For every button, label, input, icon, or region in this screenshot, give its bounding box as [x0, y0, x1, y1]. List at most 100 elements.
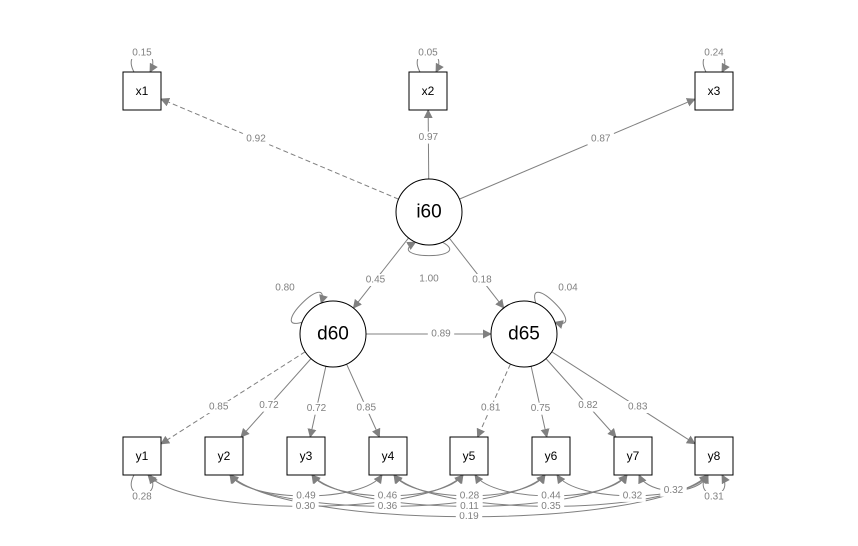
loading-arrow-d65-y7	[545, 358, 617, 438]
loading-label-d60-y2: 0.72	[255, 399, 283, 412]
observed-box-y6	[531, 436, 571, 476]
loading-label-i60-d60: 0.45	[362, 274, 389, 287]
observed-box-y1	[122, 436, 162, 476]
loading-label-d65-y5: 0.81	[477, 401, 504, 414]
variance-loop-d60	[290, 291, 328, 324]
loading-arrow-i60-x3	[459, 98, 696, 200]
loading-label-d65-y5-text: 0.81	[481, 402, 501, 413]
loading-label-d65-y7-bg	[574, 399, 602, 412]
variance-label-x3-bg	[700, 47, 728, 59]
covariance-label-y2-y8-bg	[455, 510, 483, 523]
covariance-label-y2-y8-text: 0.19	[459, 511, 479, 522]
observed-box-y4	[368, 436, 408, 476]
loading-label-d65-y7: 0.82	[574, 399, 602, 412]
covariance-label-y2-y4-bg	[292, 489, 320, 502]
node-y6: y6	[531, 436, 571, 476]
observed-box-x2	[408, 71, 448, 111]
covariance-label-y5-y7-bg	[537, 489, 565, 502]
loading-label-i60-x3-text: 0.87	[591, 134, 611, 145]
variance-label-i60: 1.00	[415, 273, 443, 285]
covariance-label-y3-y7-bg	[456, 500, 483, 513]
loading-label-i60-d60-text: 0.45	[366, 275, 386, 286]
node-x3: x3	[694, 71, 734, 111]
covariance-label-y7-y8: 0.32	[660, 484, 687, 497]
loading-label-d65-y8-bg	[624, 401, 651, 414]
loading-label-i60-x1-text: 0.92	[246, 134, 266, 145]
covariance-label-y7-y8-text: 0.32	[664, 485, 684, 496]
covariance-label-y4-y8-bg	[537, 500, 565, 513]
observed-box-y7	[613, 436, 653, 476]
loading-label-d60-y1-text: 0.85	[209, 402, 229, 413]
covariance-label-y2-y6-bg	[374, 500, 401, 513]
covariance-label-y3-y7: 0.11	[456, 500, 483, 513]
covariance-label-y3-y5-text: 0.46	[378, 490, 398, 501]
covariance-label-y7-y8-bg	[660, 484, 687, 497]
node-label-y6: y6	[545, 449, 558, 463]
covariance-label-y6-y8-text: 0.32	[623, 490, 643, 501]
loading-label-d60-y4-text: 0.85	[357, 402, 377, 413]
observed-box-y3	[286, 436, 326, 476]
covariance-label-y4-y6: 0.28	[456, 489, 483, 502]
loading-label-d60-y1: 0.85	[205, 401, 232, 414]
variance-label-y1: 0.28	[128, 491, 156, 503]
node-d65: d65	[490, 300, 558, 368]
loading-label-d65-y5-bg	[477, 401, 504, 414]
loading-arrow-d60-y4	[346, 363, 381, 438]
node-label-y5: y5	[463, 449, 476, 463]
covariance-label-y4-y8-text: 0.35	[541, 501, 561, 512]
node-label-i60: i60	[416, 202, 441, 223]
loading-label-d60-y3-text: 0.72	[307, 403, 327, 414]
covariance-label-y2-y6-text: 0.36	[378, 501, 398, 512]
node-x2: x2	[408, 71, 448, 111]
variance-label-d65: 0.04	[554, 282, 582, 294]
variance-label-d60-text: 0.80	[275, 283, 295, 294]
loading-arrow-i60-d60	[352, 237, 409, 309]
variance-label-i60-text: 1.00	[419, 274, 439, 285]
node-d60: d60	[299, 300, 367, 368]
covariance-label-y3-y7-text: 0.11	[460, 501, 479, 512]
latent-circle-d65	[490, 300, 558, 368]
node-y2: y2	[204, 436, 244, 476]
loading-label-d65-y8: 0.83	[624, 401, 651, 414]
loading-label-i60-x3: 0.87	[587, 133, 614, 146]
node-label-y4: y4	[382, 449, 395, 463]
loading-arrow-i60-x1	[160, 98, 399, 200]
loading-label-d60-y4: 0.85	[353, 401, 380, 414]
variance-label-x2: 0.05	[414, 47, 442, 59]
covariance-label-y2-y4-text: 0.49	[296, 490, 316, 501]
loading-label-d60-y2-text: 0.72	[259, 400, 279, 411]
loading-arrow-d65-y8	[551, 351, 696, 445]
loading-arrow-d60-y1	[160, 351, 306, 445]
node-label-y3: y3	[300, 449, 313, 463]
covariance-label-y1-y5: 0.30	[292, 500, 319, 513]
observed-box-y8	[694, 436, 734, 476]
node-y3: y3	[286, 436, 326, 476]
loading-label-d60-y4-bg	[353, 401, 380, 414]
variance-label-d65-bg	[554, 282, 582, 294]
loading-arrow-d60-y3	[307, 366, 327, 438]
node-label-y2: y2	[218, 449, 231, 463]
loading-label-i60-x2: 0.97	[415, 131, 442, 144]
latent-circle-i60	[395, 178, 463, 246]
covariance-label-y4-y6-text: 0.28	[460, 490, 480, 501]
latent-circle-d60	[299, 300, 367, 368]
loading-label-i60-d65-bg	[468, 273, 496, 286]
variance-label-x1-bg	[128, 47, 156, 59]
loading-label-d65-y6-bg	[527, 402, 554, 415]
covariance-label-y3-y5-bg	[374, 489, 401, 502]
loading-label-d60-y3: 0.72	[303, 402, 330, 415]
variance-label-x1-text: 0.15	[132, 48, 152, 59]
variance-label-d65-text: 0.04	[558, 283, 578, 294]
loading-label-i60-x3-bg	[587, 133, 614, 146]
variance-label-i60-bg	[415, 273, 443, 285]
loading-layer	[160, 98, 696, 445]
loading-label-i60-x2-bg	[415, 131, 442, 144]
loading-label-d65-y6: 0.75	[527, 402, 554, 415]
observed-box-x3	[694, 71, 734, 111]
loading-label-d60-y3-bg	[303, 402, 330, 415]
variance-label-y1-text: 0.28	[132, 492, 152, 503]
node-y7: y7	[613, 436, 653, 476]
